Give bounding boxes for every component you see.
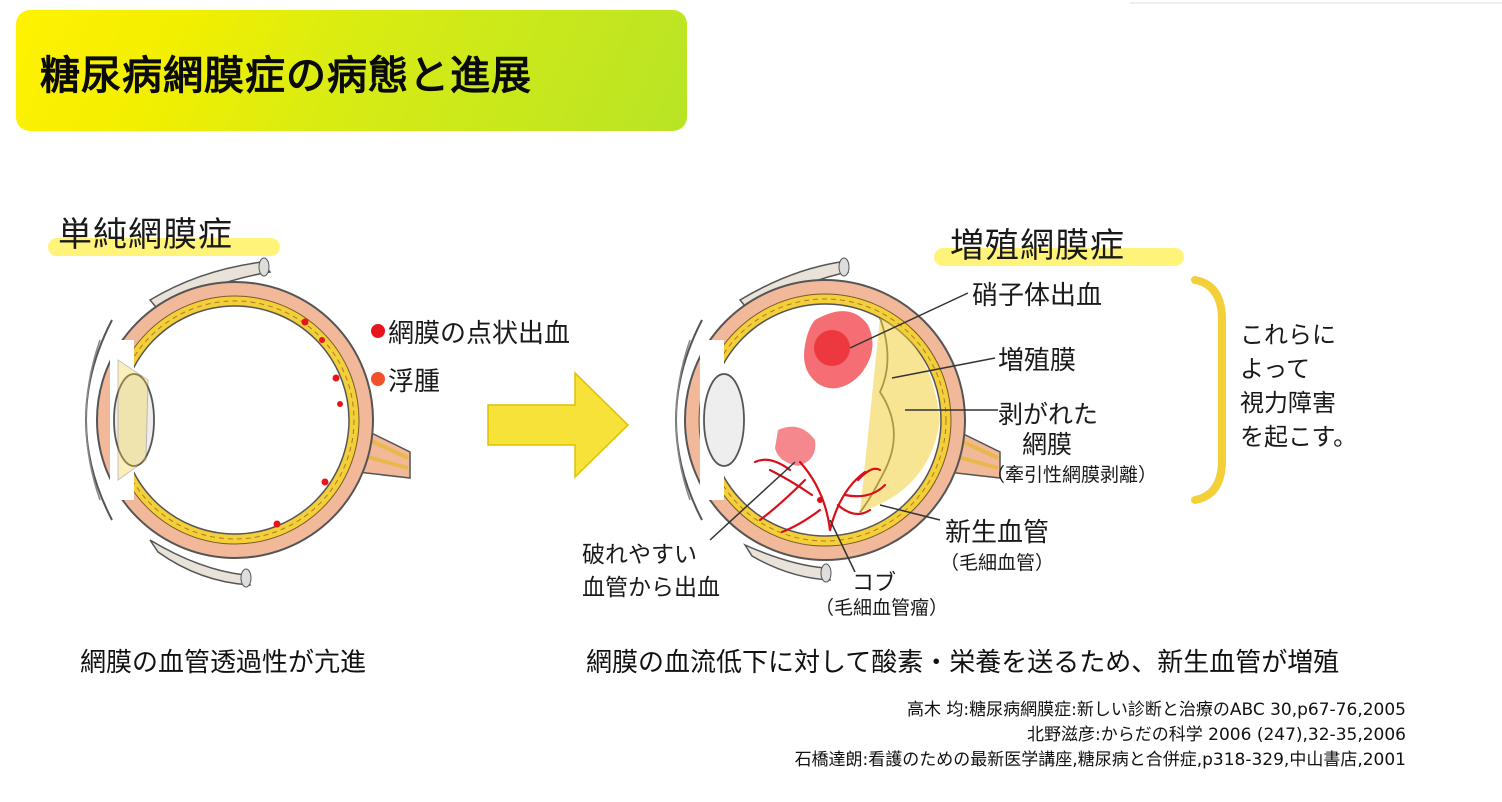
progression-arrow [487, 371, 630, 479]
hemorrhage-bullet-dot [371, 324, 385, 338]
bracket-note-line3: 視力障害 [1240, 389, 1336, 417]
new-vessels-label-line2: （毛細血管） [940, 552, 1055, 574]
proliferative-caption: 網膜の血流低下に対して酸素・栄養を送るため、新生血管が増殖 [586, 648, 1340, 678]
simple-eye-diagram [85, 257, 411, 588]
detached-label-line2: 網膜 [1022, 430, 1073, 459]
detached-label-line1: 剥がれた [998, 400, 1099, 429]
punctate-hemorrhage-label: 網膜の点状出血 [388, 319, 571, 349]
simple-label-highlight [48, 238, 280, 256]
detached-label-line3: （牽引性網膜剥離） [986, 464, 1158, 486]
top-rule [1130, 2, 1502, 4]
aneurysm-label-line1: コブ [852, 571, 897, 596]
simple-caption: 網膜の血管透過性が亢進 [80, 648, 367, 678]
bracket-note-line4: を起こす。 [1240, 423, 1358, 451]
aneurysm-label-line2: （毛細血管瘤） [815, 597, 949, 619]
simple-retinopathy-label: 単純網膜症 [58, 215, 233, 255]
fragile-vessel-label-line1: 破れやすい [582, 542, 697, 568]
page-title: 糖尿病網膜症の病態と進展 [40, 53, 532, 99]
proliferative-retinopathy-label: 増殖網膜症 [950, 226, 1125, 266]
proliferative-membrane-label: 増殖膜 [998, 346, 1077, 376]
reference-3: 石橋達朗:看護のための最新医学講座,糖尿病と合併症,p318-329,中山書店,… [794, 750, 1406, 770]
edema-bullet-dot [371, 372, 385, 386]
proliferative-label-highlight [934, 248, 1184, 266]
bracket-note-line2: よって [1240, 355, 1311, 383]
bracket-note-line1: これらに [1240, 321, 1336, 349]
title-banner [16, 10, 687, 131]
reference-2: 北野滋彦:からだの科学 2006 (247),32-35,2006 [1027, 725, 1406, 745]
reference-1: 高木 均:糖尿病網膜症:新しい診断と治療のABC 30,p67-76,2005 [906, 700, 1406, 720]
new-vessels-label-line1: 新生血管 [945, 518, 1050, 548]
fragile-vessel-label-line2: 血管から出血 [582, 575, 720, 601]
edema-label: 浮腫 [388, 367, 441, 397]
vitreous-hemorrhage-label: 硝子体出血 [972, 281, 1103, 311]
proliferative-eye-diagram [675, 257, 1226, 583]
